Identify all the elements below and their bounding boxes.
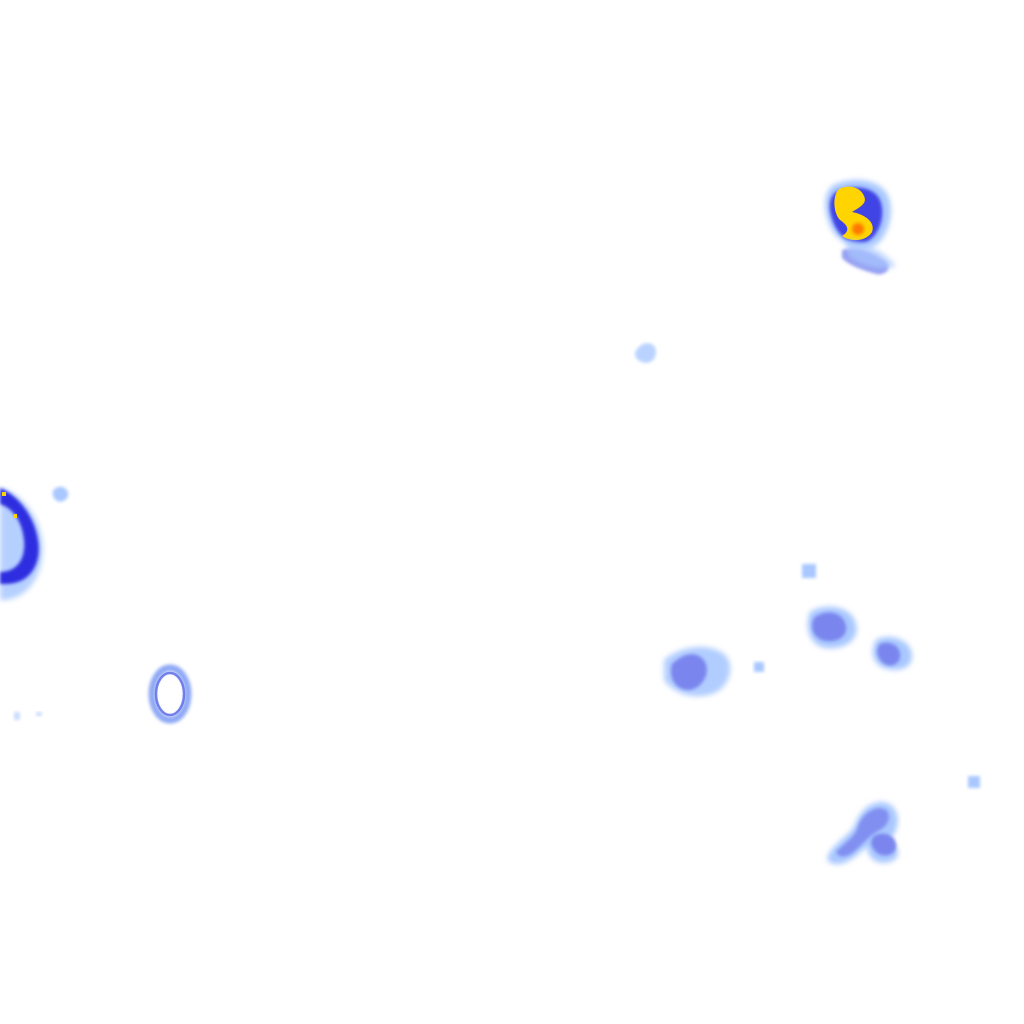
storm-cell-northeast — [825, 180, 896, 275]
echo-heavy-speck — [14, 514, 17, 518]
echo-ring-outer — [148, 664, 192, 724]
echo-speck-g — [968, 776, 980, 788]
echo-speck-c — [14, 712, 20, 720]
echo-trail-light — [846, 240, 896, 269]
echo-chain-knot — [871, 833, 897, 856]
echo-cluster-3-core — [877, 642, 901, 666]
echo-speck-a — [635, 343, 656, 363]
echo-heavy-speck — [2, 492, 6, 496]
echo-speck-b — [52, 486, 69, 502]
echo-speck-e — [802, 564, 816, 578]
storm-cell-ring — [148, 664, 192, 724]
echo-chain-core — [836, 808, 889, 857]
storm-cell-chain — [827, 801, 899, 865]
echo-speck-d — [36, 712, 42, 716]
storm-cluster-southeast — [664, 564, 912, 697]
echo-strong — [0, 488, 39, 584]
echo-speck-f — [754, 662, 764, 672]
echo-intense — [852, 223, 864, 235]
echo-cluster-2-core — [812, 612, 847, 642]
echo-ring-inner — [154, 671, 186, 717]
echo-cluster-1-core — [670, 654, 707, 690]
storm-cell-west — [0, 488, 43, 600]
